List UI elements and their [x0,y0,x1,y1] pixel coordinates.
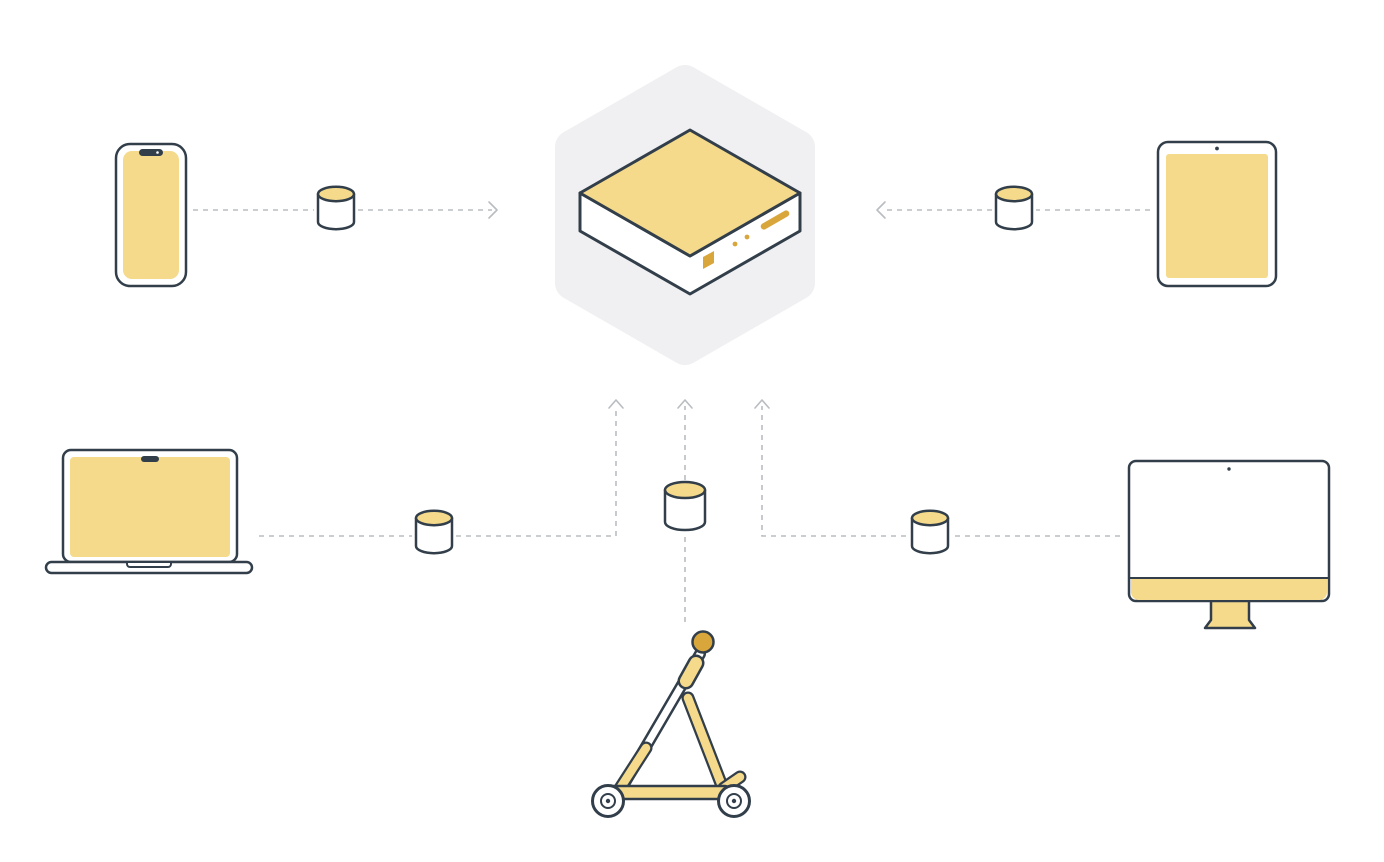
database-icon [316,185,356,231]
phone-camera-icon [156,151,159,154]
scooter-handlebar-icon [691,630,715,654]
laptop-scoop [126,561,172,568]
database-icon [994,185,1034,231]
arrow-left-icon [876,201,886,219]
database-icon [663,480,707,532]
desktop-chin [1131,578,1327,600]
tablet-camera-icon [1215,146,1219,151]
scooter-rear-wheel [717,784,751,818]
arrow-up-icon [677,399,693,409]
server-led-icon [744,234,750,240]
server-vent-icon [760,210,790,230]
server-led-icon [732,241,738,247]
server-port-icon [703,251,714,269]
desktop-icon [1127,459,1331,630]
arrow-up-icon [608,399,624,409]
server-box-icon [578,128,802,296]
connector-desktop-to-hub [754,399,1120,537]
connector-tablet-to-hub [876,201,1150,219]
database-icon [910,509,950,555]
scooter-front-wheel [591,784,625,818]
database-icon [414,509,454,555]
connector-phone-to-hub [193,201,498,219]
desktop-stand [1203,598,1257,630]
laptop-notch-icon [141,456,159,462]
arrow-right-icon [488,201,498,219]
phone-notch-icon [139,149,163,156]
scooter-icon [591,630,751,818]
laptop-icon [44,448,254,575]
connector-scooter-to-hub [677,399,693,622]
tablet-icon [1156,140,1278,288]
connector-laptop-to-hub [259,399,624,537]
smartphone-icon [114,142,188,288]
desktop-camera-icon [1227,467,1231,471]
arrow-up-icon [754,399,770,409]
